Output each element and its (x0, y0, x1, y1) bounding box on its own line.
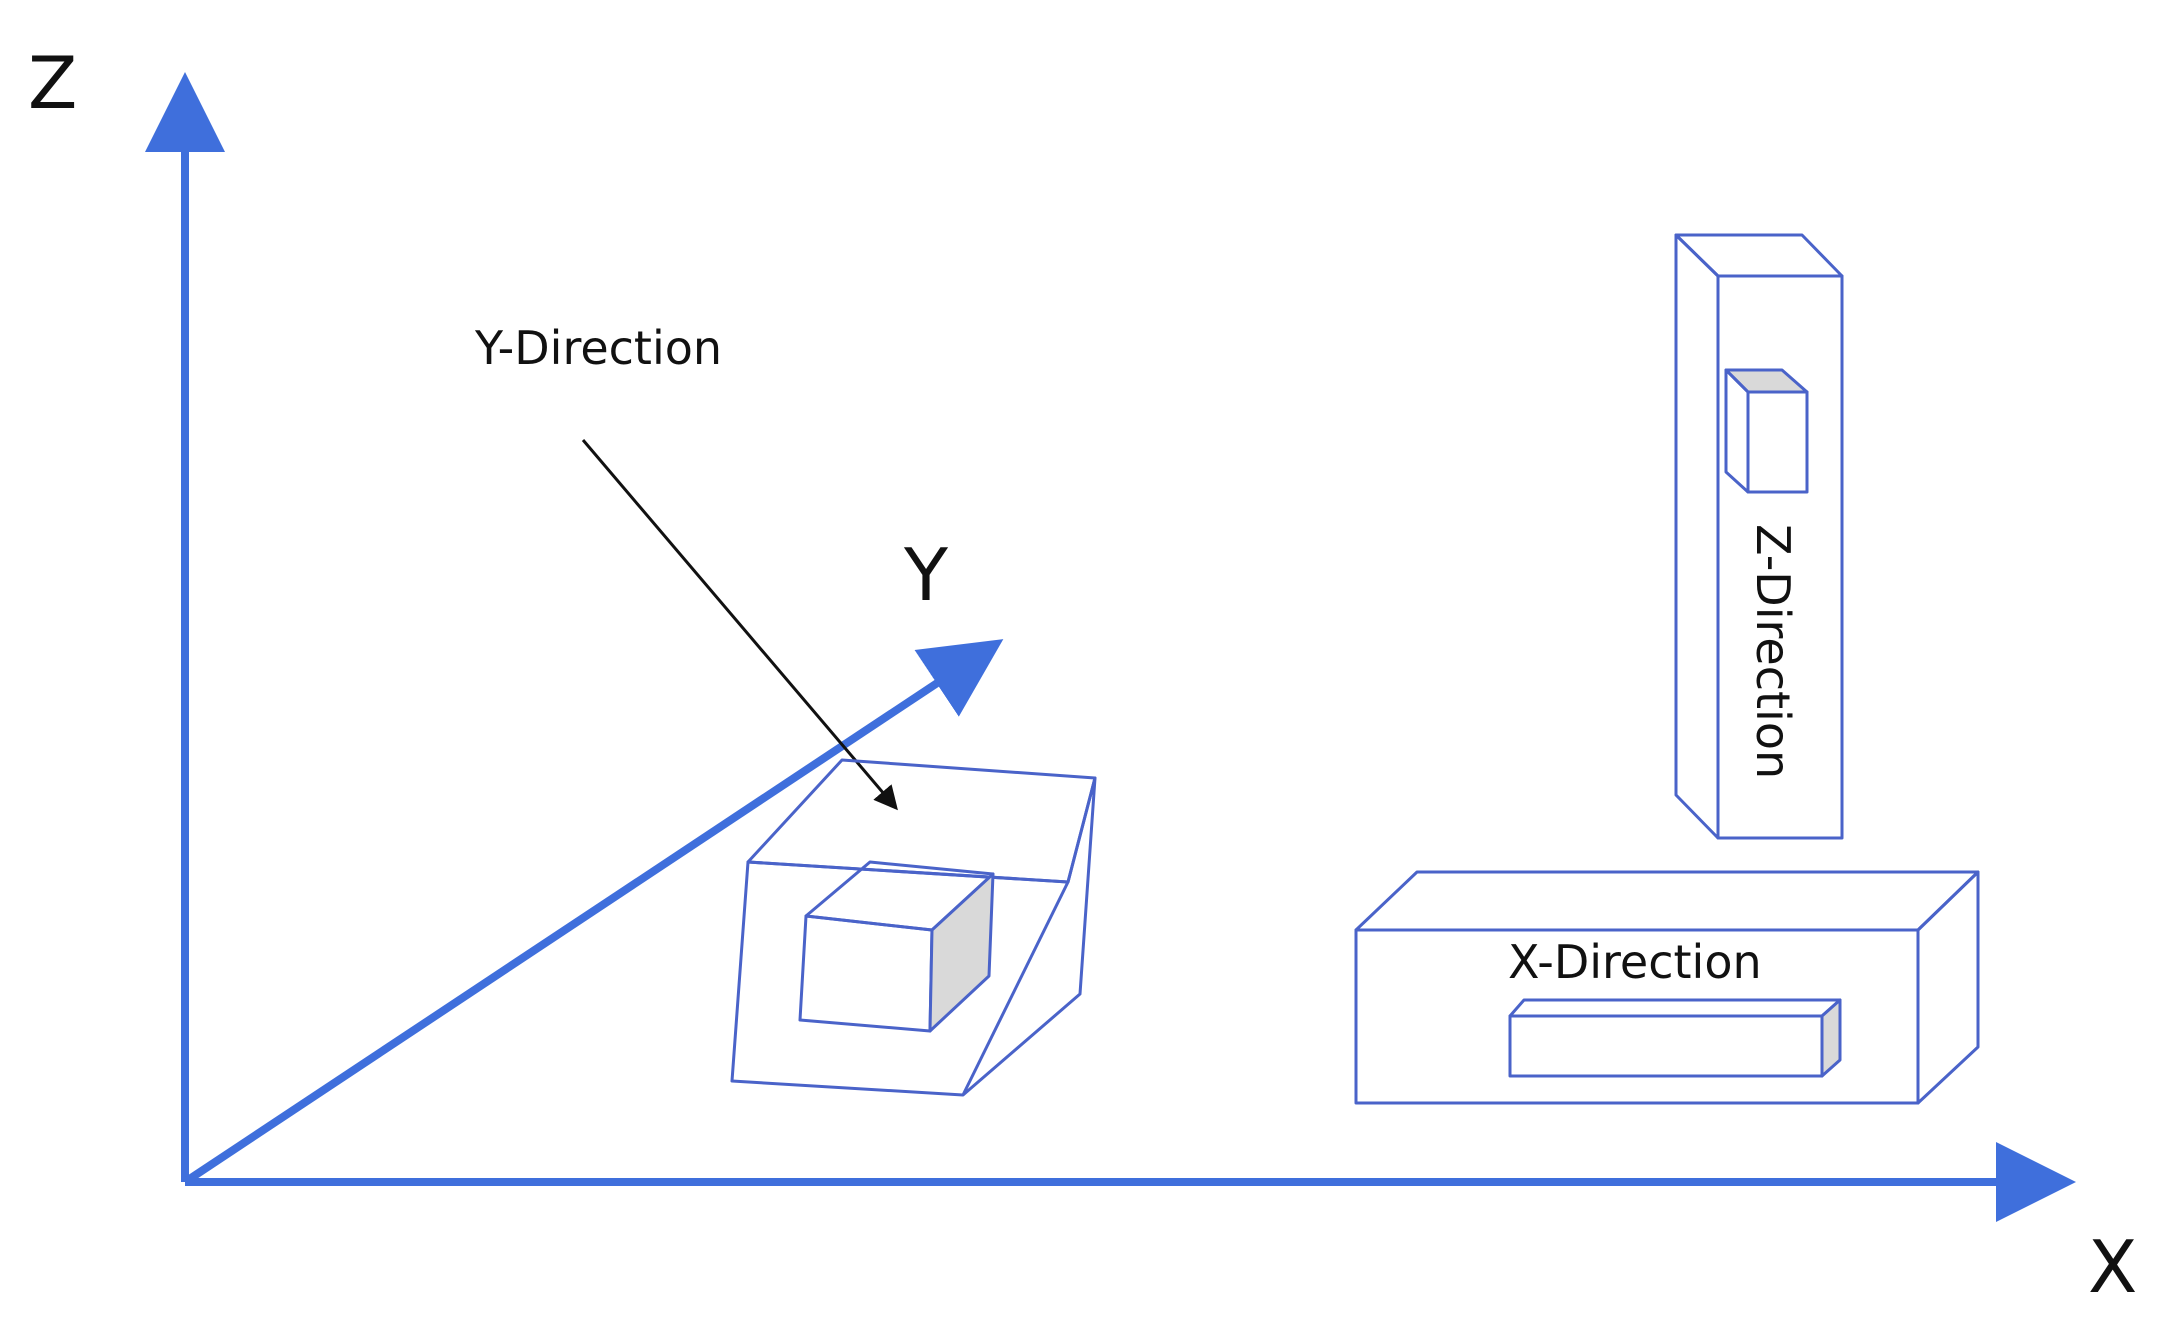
y-direction-label: Y-Direction (474, 321, 722, 375)
x-direction-box (1354, 870, 1980, 1105)
y-axis (182, 639, 1004, 1186)
y-direction-pointer-arrow (581, 439, 898, 811)
axes-group (145, 72, 2076, 1222)
z-direction-label: Z-Direction (1746, 524, 1800, 779)
z-axis-label: Z (28, 41, 77, 125)
z-direction-box (1674, 233, 1844, 840)
y-direction-box (730, 758, 1097, 1097)
x-axis-label: X (2088, 1225, 2137, 1309)
y-axis-label: Y (903, 533, 949, 617)
x-direction-label: X-Direction (1508, 935, 1762, 989)
